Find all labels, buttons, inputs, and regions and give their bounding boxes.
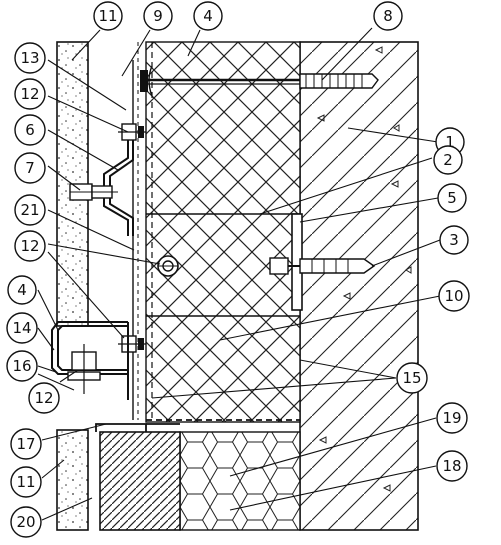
callout-label: 14	[12, 319, 31, 337]
callout-label: 4	[17, 281, 27, 299]
bracket-bolt	[69, 183, 118, 201]
callout-15: 15	[396, 362, 428, 394]
callout-label: 19	[442, 409, 461, 427]
callout-17: 17	[10, 428, 42, 460]
callout-label: 12	[20, 237, 39, 255]
leader-lines	[37, 27, 441, 521]
callout-label: 12	[34, 389, 53, 407]
callout-13: 13	[14, 42, 46, 74]
base-block	[99, 431, 181, 531]
callout-8: 8	[373, 1, 403, 31]
callout-label: 4	[203, 7, 213, 25]
callout-label: 8	[383, 7, 393, 25]
callout-label: 5	[447, 189, 457, 207]
callout-7: 7	[14, 152, 46, 184]
callout-19: 19	[436, 402, 468, 434]
lower-bolt	[118, 335, 146, 353]
callout-label: 12	[20, 85, 39, 103]
z-bracket	[103, 126, 134, 236]
callout-label: 15	[402, 369, 421, 387]
callout-10: 10	[438, 280, 470, 312]
callout-label: 11	[98, 7, 117, 25]
insulation-layer	[145, 41, 301, 423]
channel-bolt	[67, 344, 101, 394]
concrete-aggregate-marks	[316, 46, 412, 492]
callout-label: 1	[445, 133, 455, 151]
callout-4-top: 4	[193, 1, 223, 31]
callout-label: 11	[16, 473, 35, 491]
callout-label: 3	[449, 231, 459, 249]
callout-20: 20	[10, 506, 42, 538]
callout-label: 20	[16, 513, 35, 531]
callout-6: 6	[14, 114, 46, 146]
callout-9: 9	[143, 1, 173, 31]
callout-label: 18	[442, 457, 461, 475]
center-bolt	[157, 255, 179, 277]
top-anchor-bolt	[140, 65, 379, 97]
callout-11-bottom: 11	[10, 466, 42, 498]
callout-3: 3	[439, 225, 469, 255]
callout-12-b: 12	[14, 230, 46, 262]
fire-barrier-hex-insulation	[179, 431, 301, 531]
callout-2: 2	[433, 145, 463, 175]
callout-label: 17	[16, 435, 35, 453]
facade-panel-lower	[56, 429, 89, 531]
callout-label: 21	[20, 201, 39, 219]
callout-11-top: 11	[93, 1, 123, 31]
callout-label: 9	[153, 7, 163, 25]
callout-14: 14	[6, 312, 38, 344]
callout-18: 18	[436, 450, 468, 482]
callout-label: 16	[12, 357, 31, 375]
callout-label: 7	[25, 159, 35, 177]
callout-12-c: 12	[28, 382, 60, 414]
lower-flashing	[95, 419, 300, 432]
callout-label: 10	[444, 287, 463, 305]
callout-21: 21	[14, 194, 46, 226]
callout-label: 13	[20, 49, 39, 67]
callout-label: 6	[25, 121, 35, 139]
callout-12-a: 12	[14, 78, 46, 110]
callout-4-left: 4	[7, 275, 37, 305]
middle-anchor-bolt	[269, 257, 376, 275]
callout-5: 5	[437, 183, 467, 213]
upper-bolt	[118, 123, 146, 141]
callout-label: 2	[443, 151, 453, 169]
callout-16: 16	[6, 350, 38, 382]
structural-wall	[299, 41, 419, 531]
